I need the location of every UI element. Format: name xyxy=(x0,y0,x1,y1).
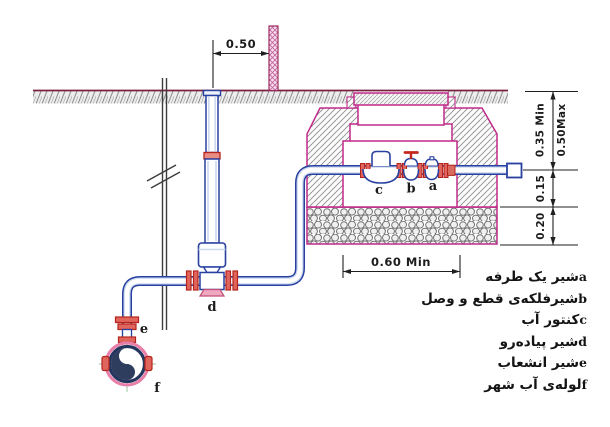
main-tab-right xyxy=(144,355,153,372)
legend-item-b: bشیرفلکه‌ی قطع و وصل xyxy=(421,288,591,310)
dimension-depth-chain: 0.35 Min 0.50Max 0.15 0.20 xyxy=(500,90,578,246)
part-label-d: d xyxy=(207,300,216,315)
valve-d-neck xyxy=(202,266,222,274)
valve-d-cross-body xyxy=(199,271,225,291)
dim-meter-level-label: 0.15 xyxy=(535,175,547,203)
chamber-neck-lower xyxy=(349,123,453,143)
water-meter-c xyxy=(362,150,400,184)
gravel-bed xyxy=(306,206,498,245)
legend-label-e: شیر انشعاب xyxy=(497,355,580,371)
legend-item-c: cکنتور آب xyxy=(421,309,591,331)
check-valve-a xyxy=(424,156,440,181)
break-mark xyxy=(150,171,181,189)
chamber-cover xyxy=(353,92,449,106)
part-label-a: a xyxy=(429,179,438,194)
sidewalk-valve-riser xyxy=(185,89,239,297)
meter-train xyxy=(360,150,456,184)
part-label-c: c xyxy=(375,183,383,198)
riser-coupling xyxy=(203,151,221,160)
legend-label-c: کنتور آب xyxy=(521,312,580,328)
dim-gravel-label: 0.20 xyxy=(535,212,547,240)
dim-chamber-width-label: 0.60 Min xyxy=(371,255,431,269)
legend-item-d: dشیر پیاده‌رو xyxy=(421,331,591,353)
dimension-top-offset: 0.50 xyxy=(212,37,269,88)
part-labels: a b c d e f xyxy=(140,179,438,396)
dim-top-offset-label: 0.50 xyxy=(226,37,256,51)
shutoff-valve-b xyxy=(402,151,420,181)
city-main-water-fill xyxy=(111,348,135,380)
red-pipe-stub xyxy=(447,164,456,176)
legend-label-d: شیر پیاده‌رو xyxy=(499,333,579,350)
legend-item-f: fلوله‌ی آب شهر xyxy=(421,374,591,396)
legend-label-f: لوله‌ی آب شهر xyxy=(484,376,582,393)
ground-hatch-left xyxy=(33,90,354,104)
service-pipe xyxy=(122,162,523,338)
legend: aشیر یک طرفه bشیرفلکه‌ی قطع و وصل cکنتور… xyxy=(421,266,591,395)
check-valve-nub xyxy=(429,156,435,161)
legend-letter-e: e xyxy=(579,355,587,370)
legend-letter-f: f xyxy=(581,376,587,392)
valve-d-body xyxy=(197,242,227,268)
pipe-end-cap xyxy=(506,162,523,179)
dim-depth-min-label: 0.35 Min xyxy=(535,103,547,157)
legend-letter-a: a xyxy=(578,269,587,284)
dim-depth-max-label: 0.50Max xyxy=(556,103,568,156)
part-label-e: e xyxy=(140,322,148,337)
main-tab-left xyxy=(101,355,110,372)
building-wall xyxy=(268,25,279,92)
valve-d-flanges xyxy=(185,270,239,291)
ground-hatch-right xyxy=(448,90,508,104)
chamber-neck-upper xyxy=(357,103,445,126)
service-connection xyxy=(99,316,156,392)
valve-e-neck xyxy=(121,328,133,339)
valve-b-stem xyxy=(409,152,413,159)
break-mark xyxy=(146,164,177,182)
legend-letter-d: d xyxy=(578,333,587,349)
legend-item-a: aشیر یک طرفه xyxy=(421,266,591,288)
legend-label-b: شیرفلکه‌ی قطع و وصل xyxy=(421,290,579,307)
riser-lower-tube xyxy=(204,158,220,244)
riser-upper-tube xyxy=(205,94,219,154)
legend-label-a: شیر یک طرفه xyxy=(485,269,579,285)
legend-letter-b: b xyxy=(578,290,587,306)
part-label-f: f xyxy=(154,381,161,396)
property-line xyxy=(146,78,181,330)
legend-item-e: eشیر انشعاب xyxy=(421,352,591,374)
dimension-chamber-width: 0.60 Min xyxy=(342,255,461,278)
legend-letter-c: c xyxy=(579,312,587,327)
part-label-b: b xyxy=(406,182,415,197)
valve-d-foot xyxy=(198,288,226,297)
